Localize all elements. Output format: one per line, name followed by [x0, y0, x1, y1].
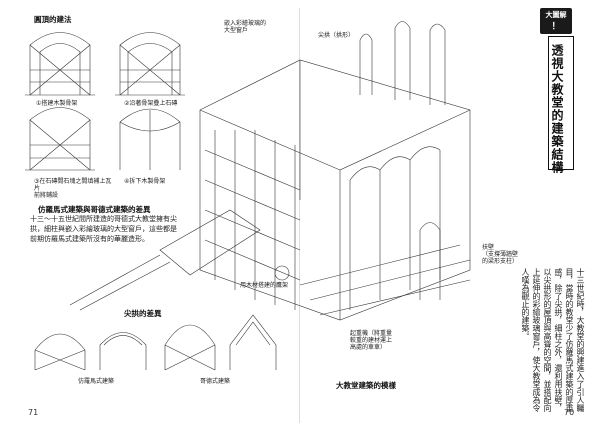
arch-caption-romanesque: 仿羅馬式建築 [78, 378, 115, 385]
arch-caption-gothic: 哥德式建築 [200, 378, 231, 385]
page-spine [299, 8, 300, 423]
cathedral-cutaway [69, 21, 471, 321]
right-page-body: 十三世紀時，大教堂的興建進入了引人矚目，當時的教堂少了仿羅馬式建築的厚重感，除了… [521, 268, 585, 412]
page-number-right: 70 [564, 408, 575, 417]
label-pointed-arch: 尖拱（拱形） [318, 32, 355, 39]
big-illustration-tag: 大圖解 ！ [540, 8, 572, 34]
vault-step-4: ④拆下木製骨架 [124, 178, 166, 185]
arch-gothic-sketches [164, 314, 277, 371]
vault-step-3: ③在石磚間石塊之間填補上瓦片 前將鋪設 [34, 178, 112, 199]
gothic-section-title: 仿羅馬式建築與哥德式建築的差異 [38, 205, 151, 214]
label-buttress: 扶壁 （支撐薄牆壁 的梁形支柱） [482, 244, 519, 265]
vault-step-4-sketch [119, 108, 181, 170]
vertical-title: 透視大教堂的建築結構 [550, 44, 564, 174]
page-number-left: 71 [28, 408, 39, 417]
vault-step-2: ②沿著骨架疊上石磚 [124, 100, 178, 107]
label-scaffold: 用木材搭建的鷹架 [240, 282, 289, 289]
vault-step-1: ①搭建木製骨架 [36, 100, 78, 107]
diagram-title: 大教堂建築的模樣 [336, 381, 396, 390]
vault-section-title: 圓頂的建法 [34, 15, 72, 24]
vault-step-1-sketch [25, 32, 95, 96]
vault-step-3-sketch [25, 107, 95, 171]
tag-line-2: ！ [551, 22, 561, 32]
gothic-paragraph: 十三～十五世紀間所建造的哥德式大教堂擁有尖拱，細柱與嵌入彩繪玻璃的大型窗戶，這些… [30, 215, 177, 243]
label-window: 嵌入彩繪玻璃的 大型窗戶 [224, 20, 267, 34]
arch-section-title: 尖拱的差異 [124, 309, 162, 318]
arch-romanesque-sketches [34, 332, 147, 371]
tag-line-1: 大圖解 [545, 11, 567, 19]
label-crane: 起重機（將重量 較重的建材運上 高處的車車） [350, 330, 393, 351]
vault-step-2-sketch [115, 32, 185, 96]
title-frame [548, 36, 574, 170]
